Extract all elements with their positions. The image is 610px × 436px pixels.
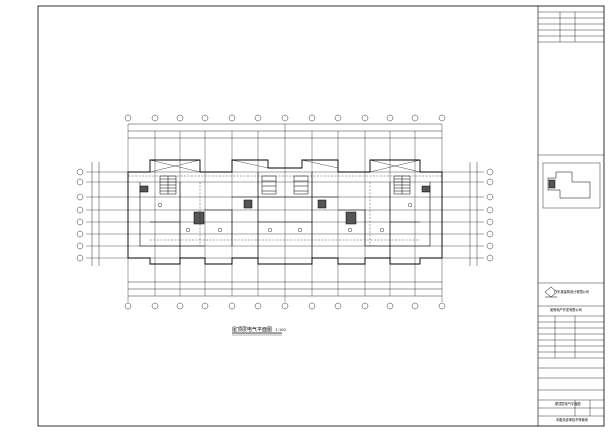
client-name: 某房地产开发有限公司 — [550, 308, 582, 312]
drawing-title-row: 屋顶层电气平面图 1:100 — [232, 326, 286, 333]
company-name: 广东某建筑设计有限公司 — [554, 290, 590, 294]
stair-core-left — [159, 175, 177, 195]
footer-note: 本图未经审批不得使用 — [556, 418, 588, 422]
company-logo — [544, 286, 558, 298]
shafts — [139, 185, 431, 225]
drawing-title: 屋顶层电气平面图 — [232, 327, 273, 333]
stair-core-right — [393, 175, 411, 195]
title-block — [538, 11, 604, 417]
floor-plan — [76, 114, 494, 336]
drawing-scale: 1:100 — [275, 328, 286, 332]
key-plan — [547, 171, 591, 199]
sheet-border — [37, 5, 605, 427]
title-block-drawing-name: 屋顶层电气平面图 — [555, 402, 581, 406]
axis-bubbles-top — [124, 114, 446, 122]
axis-bubbles-left — [76, 168, 84, 262]
axis-bubbles-bottom — [124, 302, 446, 310]
axis-bubbles-right — [486, 168, 494, 262]
